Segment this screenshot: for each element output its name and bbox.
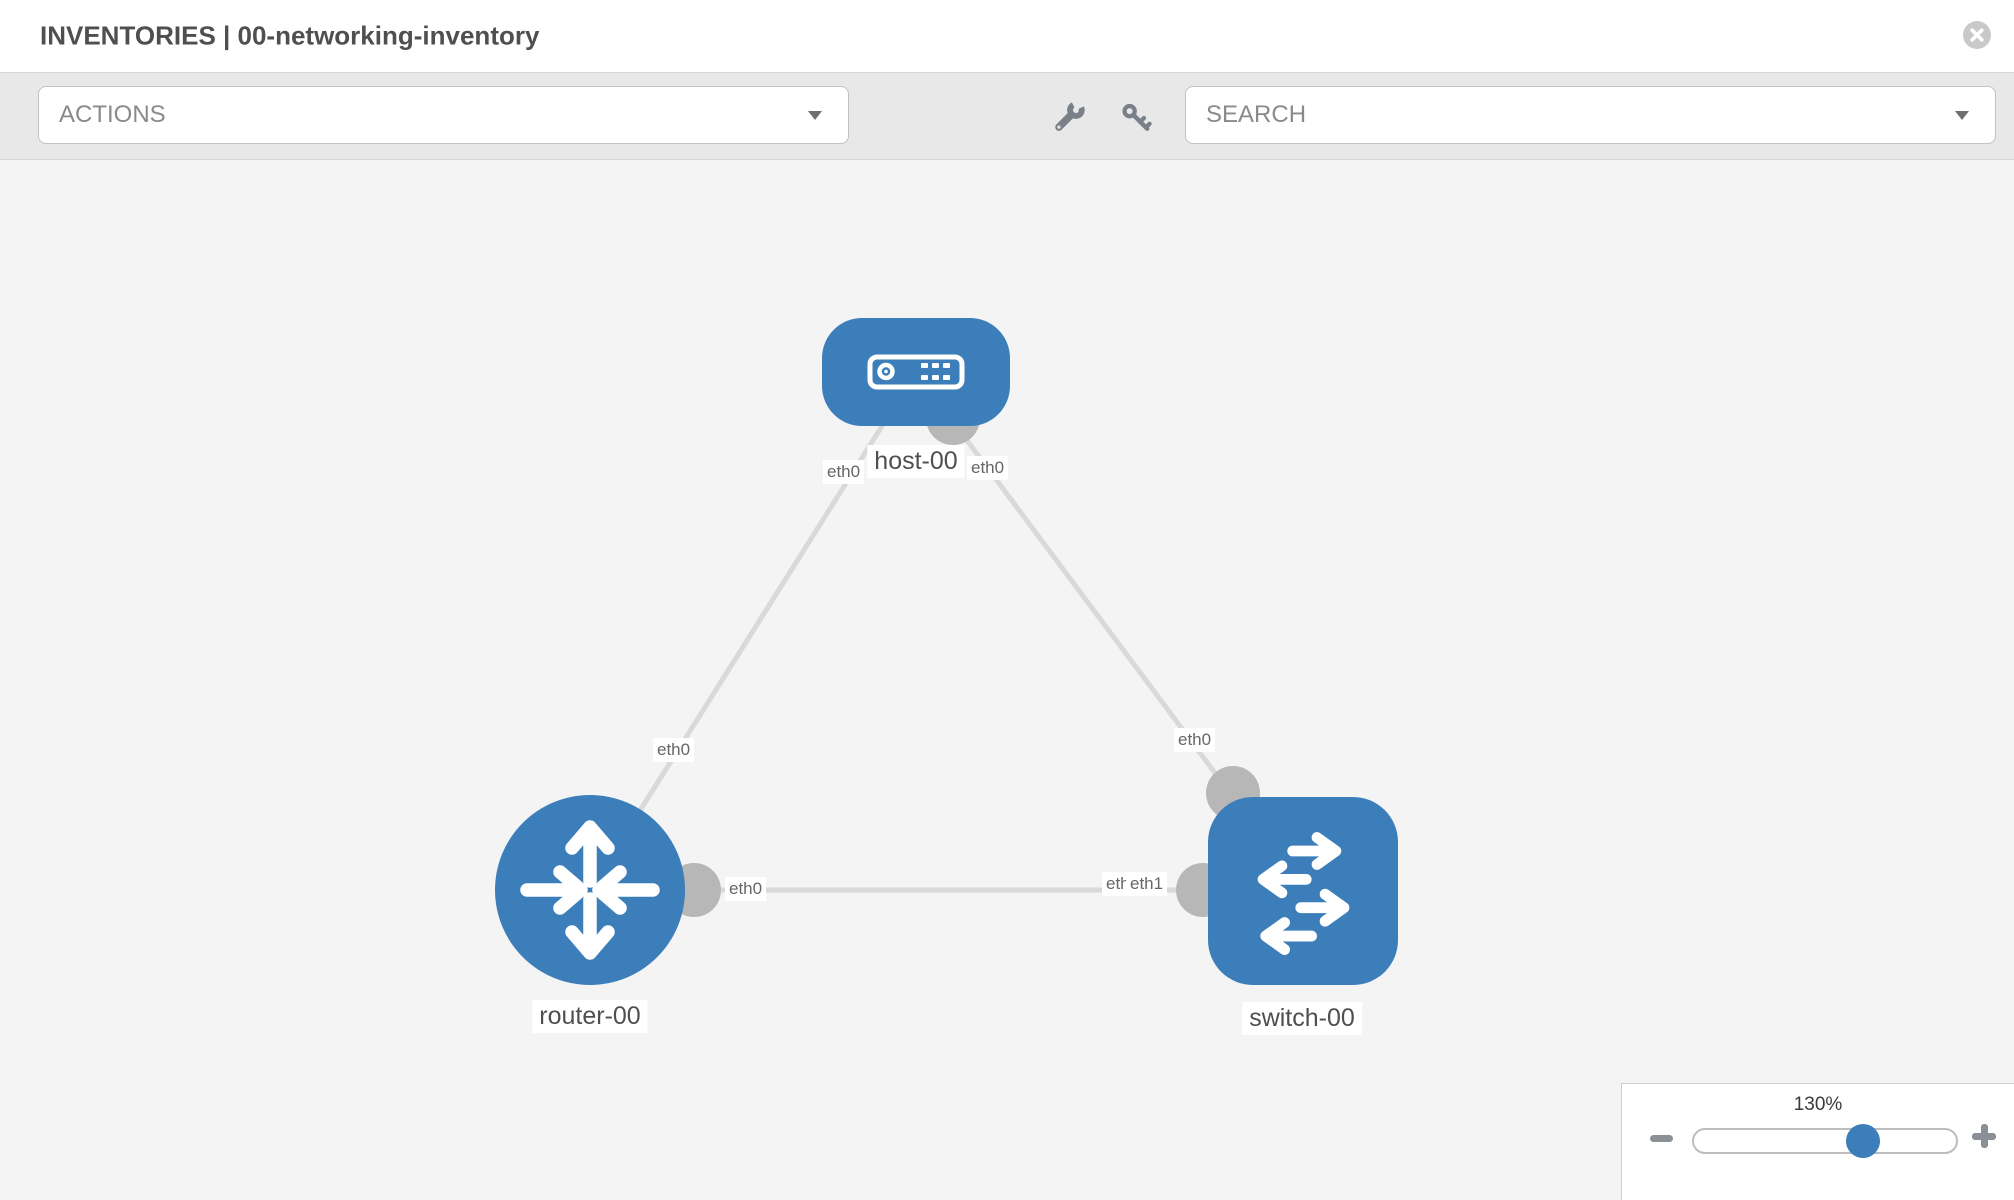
link-label-router-switch-switchend: eth1: [1126, 872, 1168, 897]
link-host-router[interactable]: [587, 370, 919, 892]
node-label-router-00: router-00: [532, 1000, 648, 1033]
node-label-switch-00: switch-00: [1242, 1002, 1362, 1035]
wrench-icon: [1055, 101, 1085, 131]
page-title: INVENTORIES | 00-networking-inventory: [40, 20, 540, 51]
link-label-host-switch-switchend: eth0: [1174, 728, 1216, 753]
topology-canvas[interactable]: host-00 router-00 switch-00 eth0 eth0 et…: [0, 160, 2014, 1200]
node-host-00[interactable]: [822, 318, 1010, 426]
zoom-panel: 130%: [1621, 1083, 2014, 1200]
link-label-host-switch-hostend: eth0: [967, 456, 1009, 481]
chevron-down-icon: [1955, 111, 1969, 120]
topology-links-layer: [587, 370, 1306, 917]
switch-icon: [1257, 831, 1349, 955]
node-router-00[interactable]: [495, 795, 685, 985]
toolbar: ACTIONS SEARCH: [0, 72, 2014, 160]
zoom-in-button plus-icon[interactable]: [1972, 1124, 1996, 1148]
window-header: INVENTORIES | 00-networking-inventory: [0, 0, 2014, 72]
link-label-host-router-routerend: eth0: [653, 738, 695, 763]
search-placeholder: SEARCH: [1206, 101, 1307, 128]
search-dropdown[interactable]: SEARCH: [1185, 86, 1996, 144]
chevron-down-icon: [808, 111, 822, 120]
credentials-button[interactable]: [1119, 100, 1153, 134]
zoom-out-button minus-icon[interactable]: [1650, 1135, 1673, 1142]
actions-dropdown[interactable]: ACTIONS: [38, 86, 849, 144]
close-icon: [1963, 21, 1991, 49]
configure-button[interactable]: [1052, 100, 1086, 134]
link-label-router-switch-routerend: eth0: [725, 877, 767, 902]
zoom-slider[interactable]: [1692, 1124, 1958, 1158]
node-label-host-00: host-00: [867, 445, 965, 478]
actions-dropdown-label: ACTIONS: [59, 101, 166, 128]
zoom-slider-thumb[interactable]: [1846, 1124, 1880, 1158]
key-icon: [1122, 103, 1152, 131]
host-icon: [867, 354, 965, 390]
node-switch-00[interactable]: [1208, 797, 1398, 985]
link-label-host-router-hostend: eth0: [823, 460, 865, 485]
router-icon: [520, 820, 660, 960]
close-button[interactable]: [1963, 21, 1991, 49]
zoom-level-value: 130%: [1793, 1094, 1843, 1115]
